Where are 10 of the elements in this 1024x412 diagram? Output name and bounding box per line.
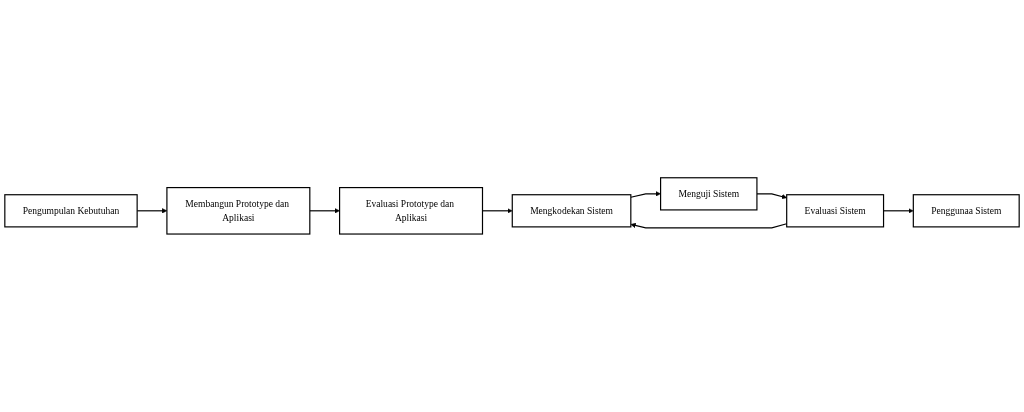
arrow bbox=[309, 208, 340, 214]
node-box: Pengumpulan Kebutuhan bbox=[4, 194, 138, 228]
node-box: Evaluasi Prototype dan Aplikasi bbox=[339, 187, 484, 235]
node-box: Mengkodekan Sistem bbox=[511, 194, 632, 228]
node-box: Menguji Sistem bbox=[660, 177, 758, 211]
arrow bbox=[756, 193, 787, 200]
node-box: Penggunaa Sistem bbox=[912, 194, 1020, 228]
node-box: Membangun Prototype dan Aplikasi bbox=[166, 187, 311, 235]
arrow bbox=[630, 191, 661, 198]
node-box: Evaluasi Sistem bbox=[786, 194, 885, 228]
